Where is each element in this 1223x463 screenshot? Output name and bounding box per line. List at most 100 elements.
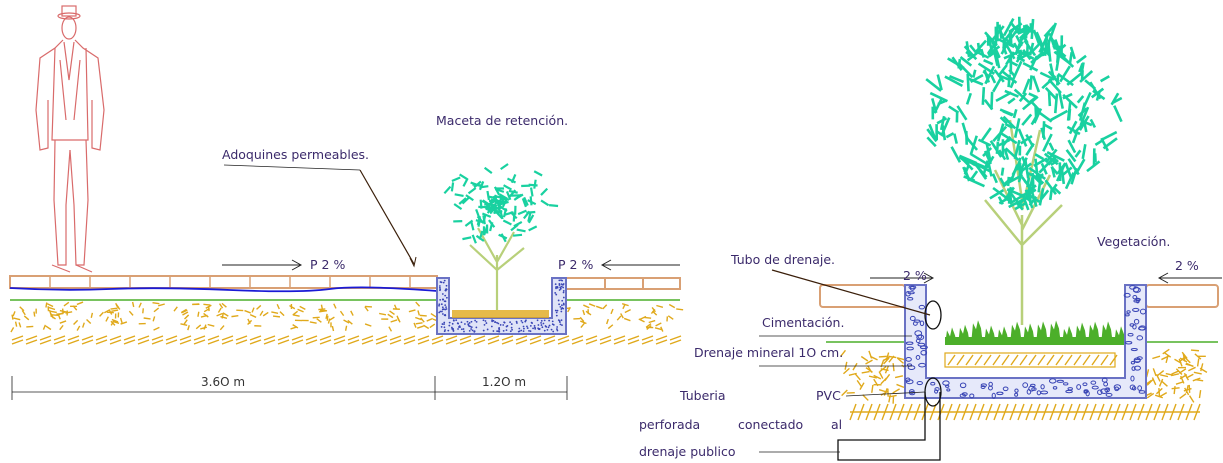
gravel-dot bbox=[503, 321, 506, 324]
soil-stroke bbox=[14, 321, 18, 327]
leaf-stroke bbox=[1033, 108, 1043, 124]
soil-stroke bbox=[1193, 371, 1202, 375]
soil-band bbox=[193, 335, 206, 341]
soil-stroke bbox=[390, 319, 398, 323]
aggregate bbox=[1138, 390, 1146, 394]
soil-stroke bbox=[108, 309, 113, 315]
gravel-dot bbox=[540, 324, 543, 326]
leaf-stroke bbox=[990, 91, 994, 110]
tubo-leader bbox=[771, 269, 931, 316]
leaf-stroke bbox=[981, 87, 986, 105]
leaf-stroke bbox=[499, 193, 508, 200]
leaf-stroke bbox=[999, 177, 1006, 187]
gravel-dot bbox=[534, 326, 536, 329]
leaf-stroke bbox=[1023, 180, 1036, 193]
soil-band bbox=[165, 335, 178, 341]
gravel-dot bbox=[448, 321, 451, 324]
soil-stroke bbox=[343, 319, 350, 324]
soil-stroke bbox=[1146, 392, 1155, 399]
leaf-stroke bbox=[933, 97, 943, 114]
soil-band bbox=[585, 339, 598, 345]
aggregate bbox=[1076, 384, 1082, 390]
gravel-dot bbox=[441, 313, 444, 315]
soil-band bbox=[305, 339, 318, 345]
leaf-stroke bbox=[540, 187, 549, 196]
soil-stroke bbox=[624, 309, 631, 314]
soil-band bbox=[347, 335, 360, 341]
soil-stroke bbox=[667, 315, 674, 320]
soil-stroke bbox=[200, 326, 208, 330]
gravel-dot bbox=[448, 324, 451, 327]
soil-band bbox=[347, 339, 360, 345]
leaf-stroke bbox=[1043, 24, 1056, 38]
leaf-stroke bbox=[1043, 123, 1053, 131]
leaf-stroke bbox=[1053, 187, 1062, 195]
soil-stroke bbox=[21, 310, 26, 316]
leaf-stroke bbox=[1102, 137, 1118, 150]
leaf-stroke bbox=[549, 204, 559, 208]
adoquines-leader-2 bbox=[359, 169, 415, 265]
soil-band bbox=[123, 339, 136, 345]
leaf-stroke bbox=[1059, 65, 1071, 83]
leaf-stroke bbox=[970, 73, 984, 84]
gravel-dot bbox=[483, 323, 486, 326]
soil-stroke bbox=[292, 314, 300, 317]
soil-stroke bbox=[888, 355, 897, 359]
leaf-stroke bbox=[1061, 166, 1073, 176]
soil-stroke bbox=[654, 327, 662, 331]
soil-stroke bbox=[1196, 358, 1200, 367]
gravel-dot bbox=[561, 299, 564, 302]
aggregate bbox=[1113, 384, 1122, 390]
aggregate bbox=[1056, 379, 1064, 383]
leaf-stroke bbox=[957, 58, 962, 69]
soil-stroke bbox=[1184, 356, 1191, 364]
leaf-stroke bbox=[1050, 183, 1058, 193]
soil-stroke bbox=[582, 309, 586, 316]
aggregate bbox=[915, 338, 921, 344]
leaf-stroke bbox=[972, 69, 977, 78]
soil-band bbox=[473, 335, 486, 341]
soil-stroke bbox=[1185, 373, 1194, 379]
soil-stroke bbox=[606, 318, 609, 325]
soil-band bbox=[25, 339, 38, 345]
gravel-dot bbox=[561, 307, 564, 309]
shrub-base bbox=[945, 337, 1120, 345]
soil-band bbox=[11, 335, 24, 341]
gravel-dot bbox=[530, 321, 533, 324]
soil-stroke bbox=[13, 317, 21, 321]
soil-stroke bbox=[61, 308, 64, 314]
leaf-stroke bbox=[987, 163, 993, 177]
leaf-stroke bbox=[1070, 167, 1078, 185]
aggregate bbox=[1131, 366, 1136, 371]
aggregate bbox=[1133, 357, 1141, 363]
leaf-stroke bbox=[980, 127, 992, 143]
soil-stroke bbox=[580, 322, 585, 328]
soil-stroke bbox=[86, 319, 92, 325]
leaf-stroke bbox=[1044, 179, 1058, 195]
gravel-dot bbox=[510, 323, 513, 325]
gravel-dot bbox=[438, 304, 440, 307]
leaf-stroke bbox=[928, 123, 937, 140]
leaf-stroke bbox=[1047, 91, 1052, 107]
soil-stroke bbox=[12, 311, 16, 317]
soil-stroke bbox=[868, 375, 877, 379]
gravel-dot bbox=[475, 320, 478, 323]
leaf-stroke bbox=[1049, 63, 1055, 77]
soil-stroke bbox=[152, 316, 156, 322]
soil-stroke bbox=[607, 324, 614, 330]
soil-stroke bbox=[59, 324, 64, 331]
gravel-dot bbox=[443, 330, 446, 333]
leaf-stroke bbox=[1099, 75, 1110, 83]
aggregate bbox=[1137, 385, 1143, 391]
leaf-stroke bbox=[989, 189, 1005, 200]
leaf-stroke bbox=[453, 203, 463, 211]
leaf-stroke bbox=[999, 108, 1014, 117]
soil-stroke bbox=[203, 307, 210, 313]
soil-hatch-left bbox=[10, 301, 684, 345]
soil-stroke bbox=[1185, 363, 1194, 367]
soil-band bbox=[361, 339, 374, 345]
leaf-stroke bbox=[1015, 34, 1023, 47]
drenaje-publico-word: drenaje publico bbox=[639, 444, 735, 459]
soil-stroke bbox=[1161, 380, 1168, 387]
soil-band bbox=[319, 339, 332, 345]
